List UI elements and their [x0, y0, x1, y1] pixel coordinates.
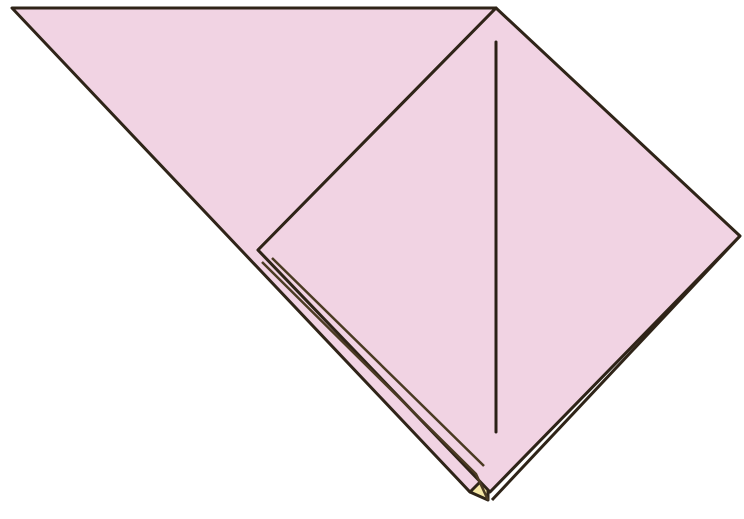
origami-diagram: [0, 0, 744, 519]
origami-fold-illustration: [0, 0, 744, 519]
